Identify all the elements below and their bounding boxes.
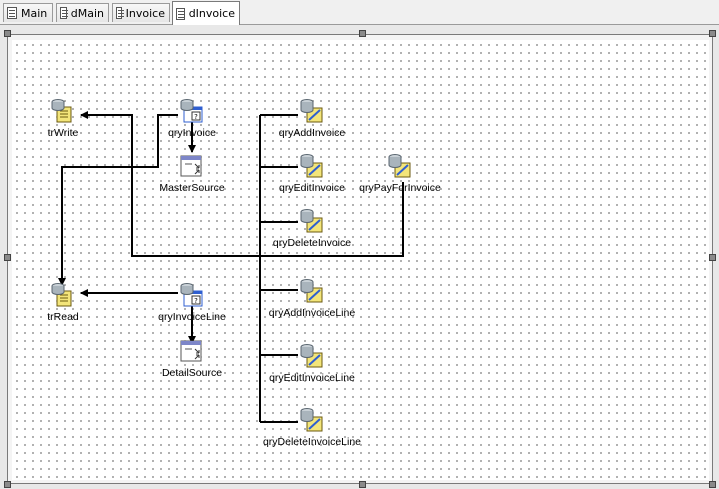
form-icon bbox=[176, 7, 185, 20]
component-label: qryInvoiceLine bbox=[158, 311, 226, 323]
resize-handle-top-right[interactable] bbox=[709, 30, 716, 37]
transaction-icon bbox=[51, 283, 72, 307]
tab-label: Invoice bbox=[125, 6, 165, 20]
sql-query-icon bbox=[300, 408, 323, 432]
sql-query-icon bbox=[300, 344, 323, 368]
resize-handle-bottom-right[interactable] bbox=[709, 481, 716, 488]
component-label: qryInvoice bbox=[168, 127, 216, 139]
sql-query-icon bbox=[300, 154, 323, 178]
form-icon bbox=[116, 7, 124, 19]
component-label: trWrite bbox=[47, 127, 79, 139]
component-label: qryPayForInvoice bbox=[359, 182, 441, 194]
component-label: trRead bbox=[47, 311, 79, 323]
resize-handle-bottom-left[interactable] bbox=[4, 481, 11, 488]
designer-canvas bbox=[0, 25, 719, 489]
component-label: qryAddInvoice bbox=[278, 127, 346, 139]
tab-label: dMain bbox=[70, 6, 104, 20]
resize-handle-left[interactable] bbox=[4, 254, 11, 261]
component-label: qryAddInvoiceLine bbox=[268, 307, 356, 319]
resize-handle-top[interactable] bbox=[359, 30, 366, 37]
query-icon: ? bbox=[180, 283, 203, 307]
transaction-icon bbox=[51, 99, 72, 123]
tab-bar: Main dMain Invoice dInvoice bbox=[0, 0, 719, 25]
component-label: qryDeleteInvoiceLine bbox=[262, 436, 362, 448]
svg-text:?: ? bbox=[194, 113, 198, 121]
design-grid[interactable] bbox=[12, 40, 709, 480]
form-icon bbox=[60, 7, 68, 19]
form-icon bbox=[7, 7, 17, 19]
component-label: MasterSource bbox=[159, 182, 225, 194]
resize-handle-right[interactable] bbox=[709, 254, 716, 261]
tab-dmain[interactable]: dMain bbox=[56, 3, 109, 22]
datasource-icon bbox=[180, 340, 202, 362]
resize-handle-top-left[interactable] bbox=[4, 30, 11, 37]
component-label: qryEditInvoice bbox=[279, 182, 345, 194]
tab-label: dInvoice bbox=[188, 7, 235, 20]
sql-query-icon bbox=[300, 279, 323, 303]
datasource-icon bbox=[180, 155, 202, 177]
sql-query-icon bbox=[300, 99, 323, 123]
tab-dinvoice[interactable]: dInvoice bbox=[172, 1, 240, 25]
query-icon: ? bbox=[180, 99, 203, 123]
component-label: qryDeleteInvoice bbox=[272, 237, 352, 249]
component-label: qryEditInvoiceLine bbox=[269, 372, 355, 384]
resize-handle-bottom[interactable] bbox=[359, 481, 366, 488]
tab-main[interactable]: Main bbox=[3, 3, 53, 22]
component-label: DetailSource bbox=[161, 367, 223, 379]
sql-query-icon bbox=[388, 154, 411, 178]
tab-label: Main bbox=[21, 6, 48, 20]
sql-query-icon bbox=[300, 209, 323, 233]
svg-text:?: ? bbox=[194, 297, 198, 305]
tab-invoice[interactable]: Invoice bbox=[112, 3, 170, 22]
